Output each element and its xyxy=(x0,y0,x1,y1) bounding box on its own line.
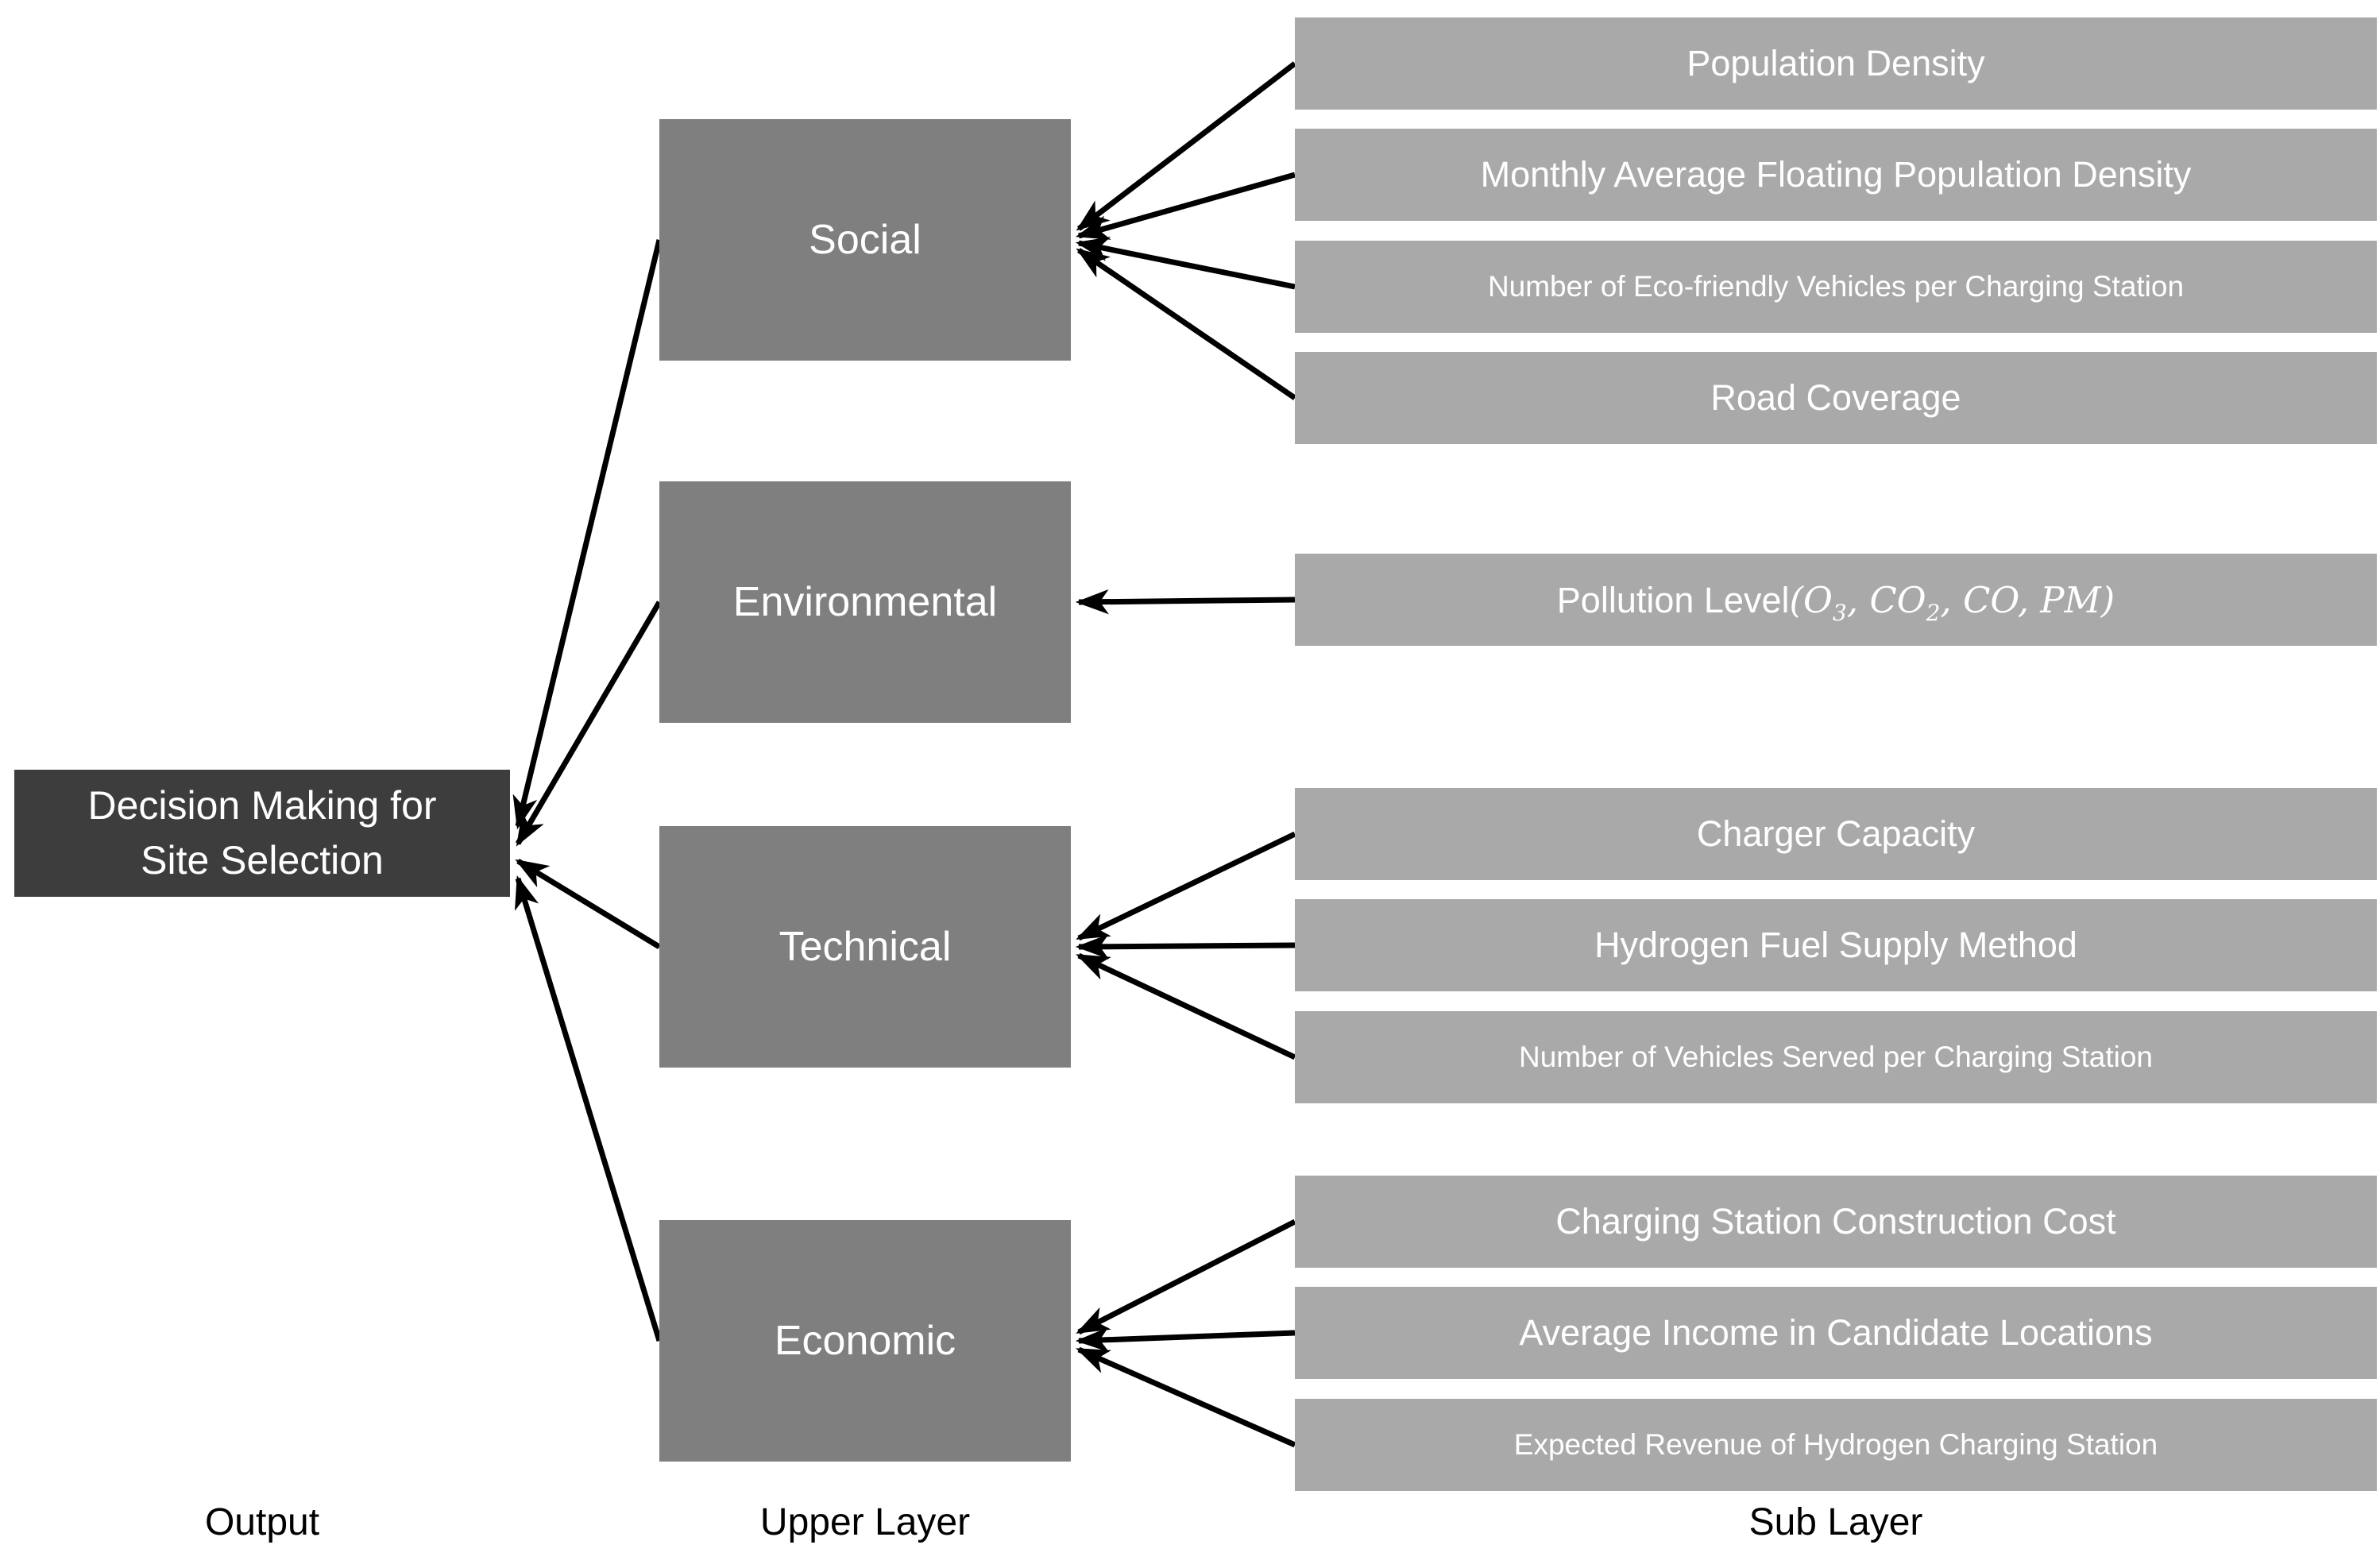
upper-box-environmental: Environmental xyxy=(659,481,1071,723)
pollution-prefix: Pollution Level xyxy=(1556,579,1790,620)
arrow-road-coverage-to-social xyxy=(1076,248,1296,400)
arrow-charger-capacity-to-technical xyxy=(1076,831,1296,941)
arrow-hydrogen-supply-to-technical xyxy=(1075,933,1296,960)
sub-bar-label: Pollution Level(O3, CO2, CO, PM) xyxy=(1556,578,2115,624)
arrow-eco-vehicles-to-social xyxy=(1075,237,1296,290)
upper-box-economic: Economic xyxy=(659,1220,1071,1462)
sub-bar-average-income: Average Income in Candidate Locations xyxy=(1295,1287,2377,1379)
arrow-vehicles-served-to-technical xyxy=(1076,952,1296,1060)
upper-box-environmental-label: Environmental xyxy=(732,579,998,625)
output-box: Decision Making for Site Selection xyxy=(14,770,510,897)
sub-bar-label: Monthly Average Floating Population Dens… xyxy=(1480,154,2192,195)
upper-box-technical: Technical xyxy=(659,826,1071,1068)
pollution-term-pm: PM xyxy=(2040,578,2101,621)
pollution-separator: , xyxy=(1846,578,1870,621)
pollution-term-o: O xyxy=(1803,578,1833,621)
pollution-open-paren: ( xyxy=(1789,578,1804,621)
upper-box-social: Social xyxy=(659,119,1071,361)
column-label-output: Output xyxy=(204,1500,320,1543)
sub-bar-floating-population-density: Monthly Average Floating Population Dens… xyxy=(1295,129,2377,221)
output-box-label-line2: Site Selection xyxy=(141,838,384,882)
sub-bar-vehicles-served: Number of Vehicles Served per Charging S… xyxy=(1295,1011,2377,1103)
sub-bar-label: Hydrogen Fuel Supply Method xyxy=(1594,925,2077,965)
arrow-floating-population-to-social xyxy=(1075,172,1296,240)
sub-bar-label: Expected Revenue of Hydrogen Charging St… xyxy=(1513,1428,2158,1461)
sub-bar-label: Number of Eco-friendly Vehicles per Char… xyxy=(1487,270,2185,303)
arrow-environmental-to-output xyxy=(515,601,663,847)
pollution-term-co2: CO xyxy=(1869,578,1926,621)
sub-bar-label: Population Density xyxy=(1686,43,1985,83)
pollution-separator: , xyxy=(2017,578,2041,621)
pollution-close-paren: ) xyxy=(2100,578,2115,621)
sub-bar-pollution-level: Pollution Level(O3, CO2, CO, PM) xyxy=(1295,554,2377,646)
column-label-upper-layer: Upper Layer xyxy=(759,1500,971,1543)
output-box-label: Decision Making for Site Selection xyxy=(87,778,436,888)
upper-box-economic-label: Economic xyxy=(774,1318,956,1364)
arrow-technical-to-output xyxy=(515,859,661,949)
upper-box-social-label: Social xyxy=(809,217,921,263)
arrow-economic-to-output xyxy=(514,875,663,1342)
pollution-term-o-sub: 3 xyxy=(1832,599,1847,626)
sub-bar-label: Number of Vehicles Served per Charging S… xyxy=(1519,1041,2153,1073)
arrow-construction-cost-to-economic xyxy=(1076,1218,1296,1335)
arrow-population-density-to-social xyxy=(1076,61,1297,231)
sub-bar-label: Charging Station Construction Cost xyxy=(1555,1201,2116,1242)
sub-bar-charger-capacity: Charger Capacity xyxy=(1295,788,2377,880)
upper-box-technical-label: Technical xyxy=(779,924,952,970)
sub-bar-population-density: Population Density xyxy=(1295,17,2377,110)
pollution-term-co2-sub: 2 xyxy=(1926,599,1941,626)
sub-bar-hydrogen-fuel-supply: Hydrogen Fuel Supply Method xyxy=(1295,899,2377,991)
arrow-social-to-output xyxy=(512,239,663,830)
sub-bar-expected-revenue: Expected Revenue of Hydrogen Charging St… xyxy=(1295,1399,2377,1491)
sub-bar-label: Road Coverage xyxy=(1710,377,1961,418)
output-box-label-line1: Decision Making for xyxy=(87,783,437,828)
pollution-separator: , xyxy=(1940,578,1963,621)
arrow-pollution-to-environmental xyxy=(1075,589,1296,615)
sub-bar-eco-friendly-vehicles: Number of Eco-friendly Vehicles per Char… xyxy=(1295,241,2377,333)
column-label-sub-layer: Sub Layer xyxy=(1748,1500,1923,1543)
arrow-expected-revenue-to-economic xyxy=(1076,1346,1296,1448)
sub-bar-construction-cost: Charging Station Construction Cost xyxy=(1295,1176,2377,1268)
sub-bar-road-coverage: Road Coverage xyxy=(1295,352,2377,444)
sub-bar-label: Charger Capacity xyxy=(1696,813,1976,854)
sub-bar-label: Average Income in Candidate Locations xyxy=(1519,1312,2153,1353)
pollution-term-co: CO xyxy=(1963,578,2018,621)
arrow-average-income-to-economic xyxy=(1075,1327,1296,1353)
